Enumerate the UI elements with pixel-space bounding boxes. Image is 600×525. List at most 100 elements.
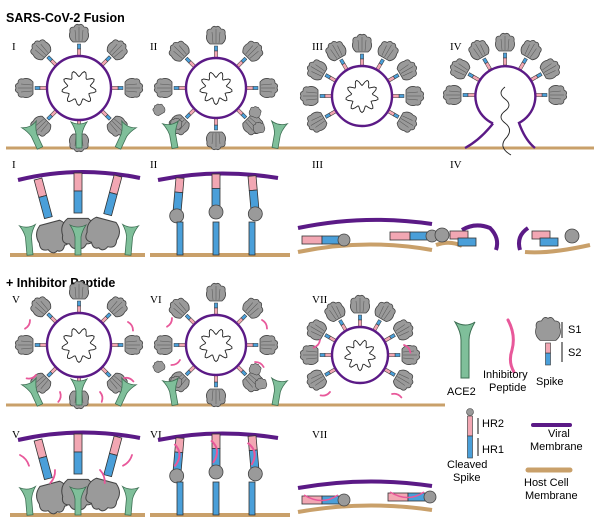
spike-head <box>548 85 568 105</box>
inhibitory-peptide <box>403 344 412 354</box>
spike-protein <box>387 345 421 365</box>
legend-cleaved-glyph <box>466 408 479 459</box>
spike-hr2 <box>467 415 473 437</box>
inhibitory-peptide <box>254 361 265 368</box>
spike-hr2 <box>108 435 123 456</box>
inhibitory-peptide <box>261 319 268 330</box>
spike-closeup <box>85 174 123 251</box>
spike-hr1 <box>319 94 326 98</box>
spike-closeup <box>169 177 185 224</box>
host-membrane <box>297 503 433 514</box>
legend-ace2-label: ACE2 <box>447 386 476 398</box>
bound-peptide <box>389 491 425 499</box>
row4-label-5: V <box>12 429 20 441</box>
spike-protein <box>350 294 370 328</box>
spike-protein <box>468 39 492 71</box>
spike-protein <box>386 109 418 133</box>
spike-protein <box>235 297 264 326</box>
spike-hr1 <box>103 191 118 217</box>
spike-hr1 <box>319 353 326 357</box>
row4-label-6: VI <box>150 429 162 441</box>
spike-head <box>106 296 128 318</box>
spike-protein <box>100 296 128 324</box>
spike-protein <box>383 319 414 343</box>
spike-head <box>69 23 89 43</box>
legend-peptide-label-line2: Peptide <box>489 382 526 394</box>
spike-protein <box>529 58 561 82</box>
spike-protein <box>206 374 226 408</box>
ace2-receptor <box>69 377 89 406</box>
spike-hr1 <box>467 435 473 459</box>
spike-hr2 <box>73 172 83 192</box>
ace2-receptor <box>121 485 140 516</box>
title-inhibitor: + Inhibitor Peptide <box>6 276 115 290</box>
shed-s1-subunit <box>254 377 268 390</box>
viral-membrane <box>464 64 537 150</box>
spike-protein <box>14 78 48 98</box>
spike-head <box>468 39 490 61</box>
spike-head <box>299 86 319 106</box>
ace2-receptor <box>69 120 89 149</box>
spike-head <box>325 40 347 62</box>
spike-hr1 <box>358 314 362 321</box>
spike-protein <box>69 23 89 57</box>
spike-head <box>206 388 226 408</box>
row4-label-7: VII <box>312 429 328 441</box>
fusion-peptide-ball <box>247 206 263 222</box>
spike-head <box>206 131 226 151</box>
fusion-peptide-ball <box>208 464 224 480</box>
spike-head <box>442 85 462 105</box>
fusion-peptide-ball <box>423 490 437 504</box>
spike-hr1 <box>73 451 83 475</box>
spike-head <box>124 78 144 98</box>
viral-membrane <box>157 431 279 442</box>
ace2-receptor <box>161 376 180 406</box>
ace2-receptor <box>18 223 37 256</box>
viral-membrane <box>297 479 433 490</box>
spike-protein <box>69 280 89 314</box>
spike-protein <box>299 345 333 365</box>
spike-head <box>14 335 34 355</box>
fusion-peptide-ball <box>169 468 185 484</box>
spike-hr2 <box>108 174 123 195</box>
spike-head <box>14 78 34 98</box>
spike-closeup <box>247 175 263 222</box>
spike-hr1 <box>457 237 477 247</box>
spike-head <box>405 86 425 106</box>
spike-protein <box>495 32 515 66</box>
spike-hr1 <box>117 343 124 347</box>
spike-head <box>352 33 372 53</box>
legend-hr1-label: HR1 <box>482 444 504 456</box>
spike-closeup <box>169 437 185 484</box>
spike-head <box>306 319 328 341</box>
host-membrane <box>297 242 433 254</box>
viral-genome <box>199 71 233 106</box>
legend-host-label-line1: Host Cell <box>524 477 569 489</box>
virion <box>299 33 425 133</box>
spike-protein <box>153 78 187 98</box>
spike-hr1 <box>117 86 124 90</box>
spike-protein <box>30 39 58 67</box>
spike-protein <box>442 85 476 105</box>
viral-membrane <box>460 223 500 251</box>
spike-hr1 <box>34 343 41 347</box>
fusion-peptide-ball <box>337 493 351 507</box>
spike-head <box>85 216 120 251</box>
spike-head <box>396 59 418 81</box>
spike-protein <box>206 25 226 59</box>
legend-s1-label: S1 <box>568 324 581 336</box>
legend-peptide-symbol <box>506 318 516 374</box>
spike-head <box>392 369 414 391</box>
inhibitory-peptide <box>24 319 31 330</box>
viral-membrane <box>297 217 433 230</box>
spike-hr1 <box>103 452 118 478</box>
spike-hr1 <box>34 86 41 90</box>
row2-label-4: IV <box>450 159 462 171</box>
spike-hr1 <box>173 343 180 347</box>
spike-head <box>535 317 561 341</box>
inhibitory-peptide <box>57 391 62 403</box>
spike-protein <box>30 296 58 324</box>
spike-protein <box>386 59 418 83</box>
spike-hr1 <box>248 189 260 209</box>
spike-hr1 <box>360 53 364 60</box>
